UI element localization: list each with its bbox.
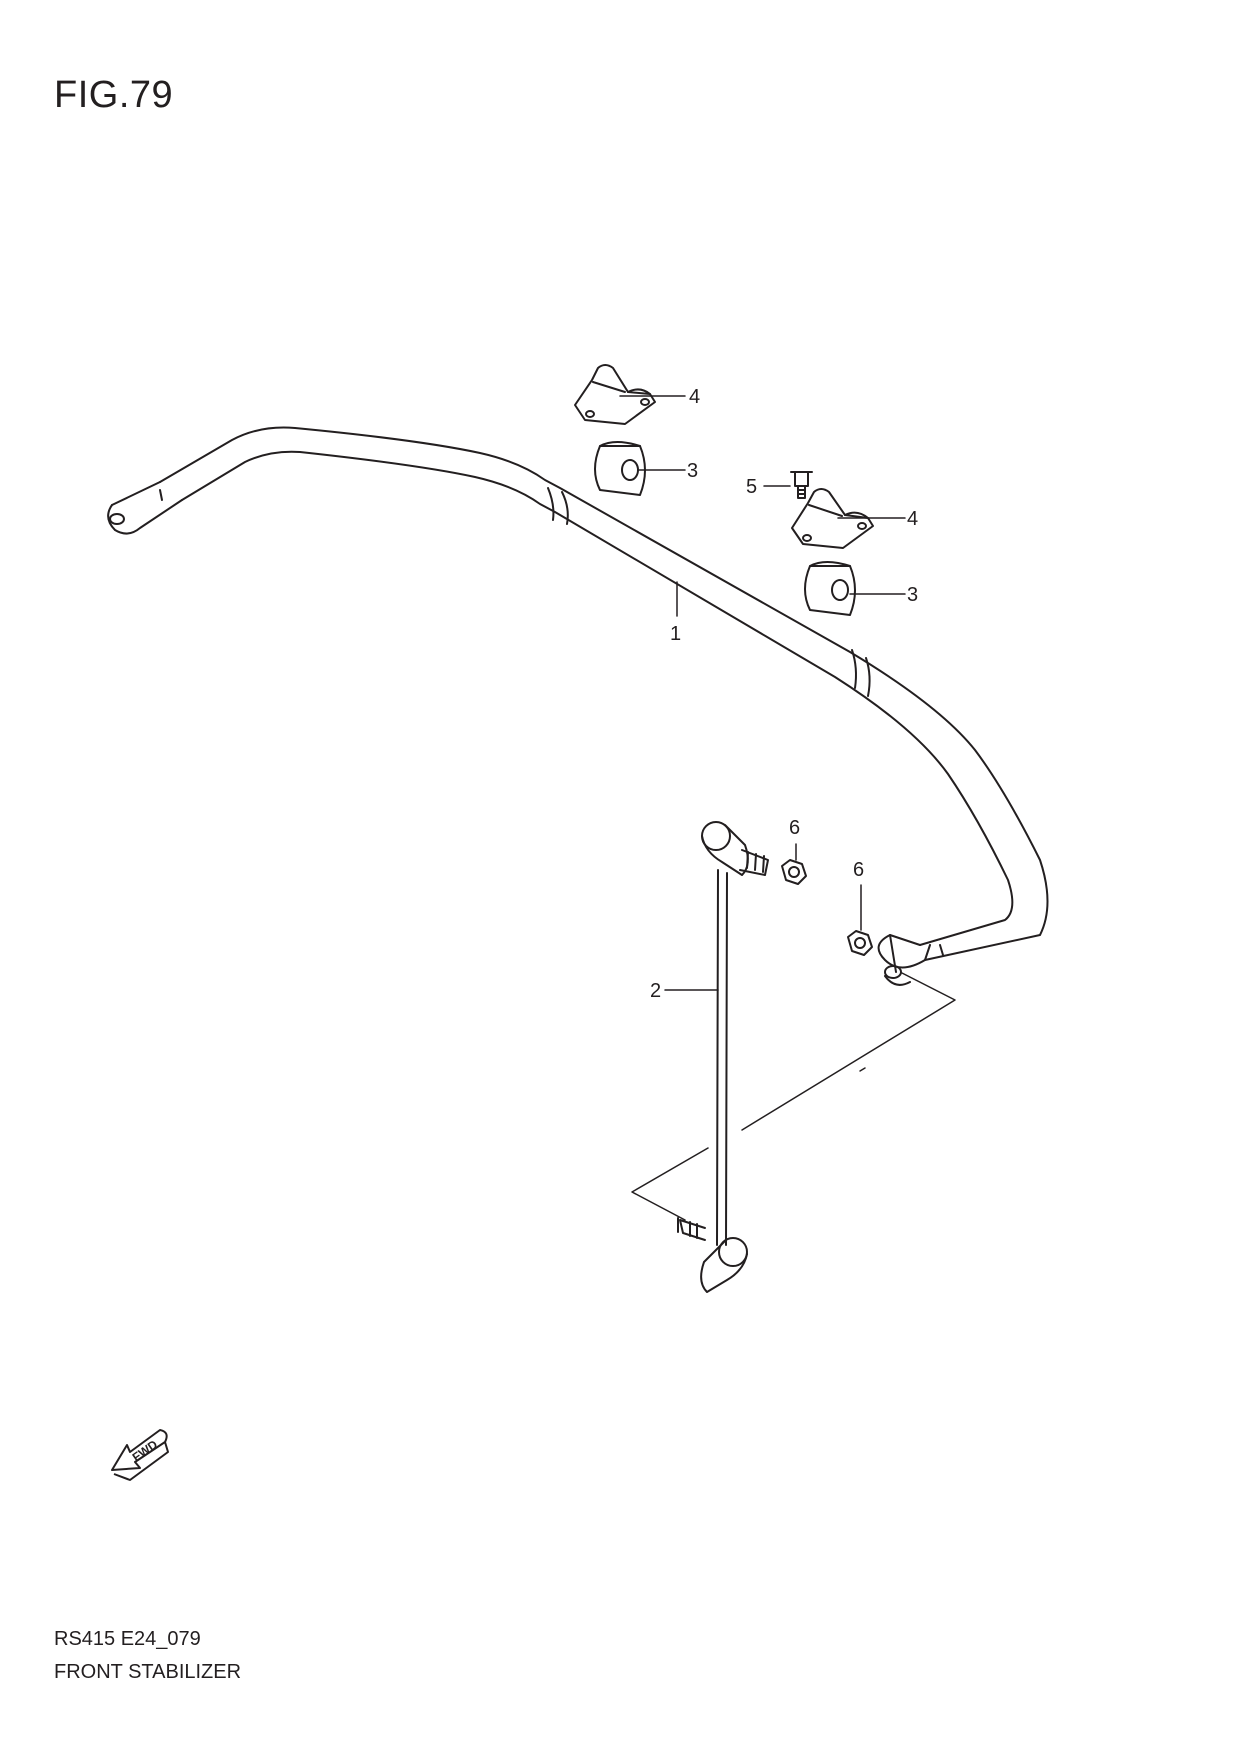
nut-lower[interactable] [847, 930, 873, 956]
nut-upper[interactable] [781, 859, 807, 885]
drawing-code: RS415 E24_079 [54, 1628, 201, 1650]
leader-lines [619, 395, 906, 991]
callout-4-lower: 4 [907, 508, 918, 530]
callout-6-lower: 6 [853, 859, 864, 881]
bolt[interactable] [790, 471, 813, 499]
callout-6-upper: 6 [789, 817, 800, 839]
bracket-upper[interactable] [574, 364, 656, 425]
bushing-upper[interactable] [594, 441, 646, 496]
callout-1: 1 [670, 623, 681, 645]
assembly-guide-line [631, 972, 956, 1221]
fwd-arrow-icon: FWD [111, 1429, 169, 1481]
callout-3-upper: 3 [687, 460, 698, 482]
assembly-name: FRONT STABILIZER [54, 1661, 242, 1683]
callout-4-upper: 4 [689, 386, 700, 408]
stabilizer-bar[interactable] [107, 426, 1049, 986]
bushing-lower[interactable] [804, 561, 856, 616]
figure-title: FIG.79 [54, 74, 174, 116]
stabilizer-link[interactable] [677, 821, 769, 1293]
callout-2: 2 [650, 980, 661, 1002]
bracket-lower[interactable] [791, 488, 874, 549]
callout-3-lower: 3 [907, 584, 918, 606]
callout-5: 5 [746, 476, 757, 498]
